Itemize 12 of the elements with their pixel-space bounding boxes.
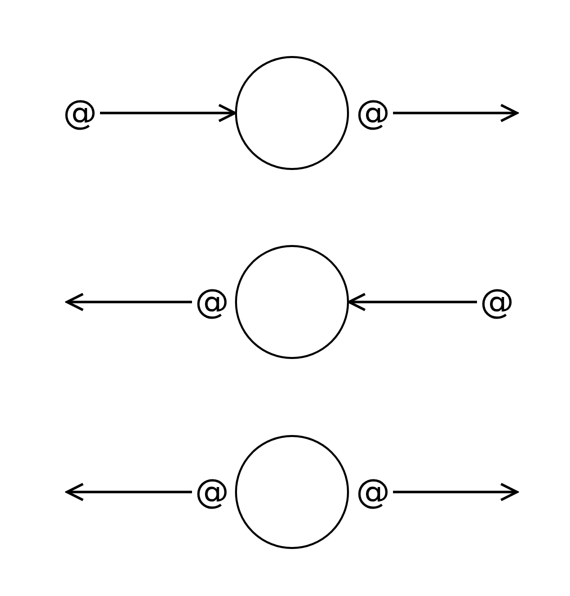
at-sign: @	[63, 94, 97, 132]
at-sign: @	[195, 283, 229, 321]
arrow	[100, 104, 236, 122]
at-sign: @	[356, 94, 390, 132]
arrow	[393, 482, 518, 502]
arrow	[66, 482, 192, 502]
arrow	[348, 292, 477, 312]
at-sign: @	[356, 473, 390, 511]
arrow	[66, 292, 192, 312]
at-sign: @	[480, 283, 514, 321]
at-sign: @	[195, 473, 229, 511]
arrow	[393, 104, 518, 122]
